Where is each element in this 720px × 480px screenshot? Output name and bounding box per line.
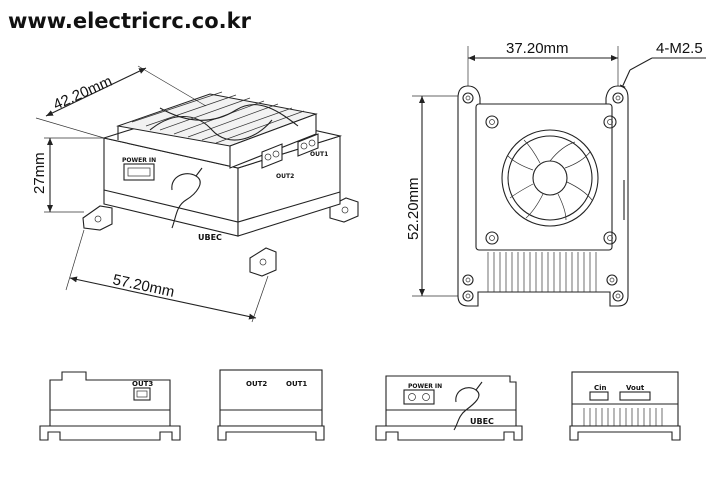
- dim-length-label: 57.20mm: [111, 271, 176, 301]
- vout-label: Vout: [626, 384, 645, 392]
- dim-hole-label: 4-M2.5: [656, 40, 703, 57]
- out1-connector: [297, 133, 319, 157]
- vout-connector: [619, 391, 651, 401]
- side-view-cin-vout: Cin Vout: [569, 371, 681, 441]
- side2-body: [219, 369, 323, 427]
- isometric-view: POWER IN OUT2 OUT1 UBEC 42.20mm 27mm 57.…: [31, 65, 359, 323]
- mount-tab-front-right: [249, 247, 277, 277]
- side2-base: [217, 425, 325, 441]
- brand-label: UBEC: [198, 233, 222, 242]
- side4-fins: [583, 408, 663, 426]
- side-view-out2-out1: OUT2 OUT1: [217, 369, 325, 441]
- top-view: 37.20mm 4-M2.5 52.20mm: [405, 40, 706, 307]
- top-plate: [475, 103, 613, 251]
- side-view-out3: OUT3: [39, 371, 181, 441]
- fan: [501, 129, 599, 227]
- out3-label: OUT3: [132, 380, 153, 388]
- power-in-connector: [123, 163, 155, 181]
- dim-height-label-top: 52.20mm: [405, 177, 422, 240]
- mount-tab-front-left: [82, 205, 113, 231]
- out1-side-label: OUT1: [286, 380, 307, 388]
- cooling-fins: [487, 252, 597, 292]
- side1-base: [39, 425, 181, 441]
- out3-connector: [133, 387, 151, 401]
- heatsink-side: [229, 113, 317, 169]
- side3-brand-label: UBEC: [470, 417, 494, 426]
- dim-width-label: 37.20mm: [506, 40, 569, 57]
- out2-connector: [261, 143, 283, 169]
- side3-base: [375, 425, 523, 441]
- out2-label: OUT2: [276, 173, 294, 180]
- side3-logo: [453, 381, 483, 431]
- side-view-power-in: POWER IN UBEC: [375, 375, 523, 441]
- cin-label: Cin: [594, 384, 607, 392]
- heatsink-x-pattern: [149, 116, 273, 141]
- dim-height-label: 27mm: [31, 152, 48, 194]
- power-in-side-label: POWER IN: [408, 383, 442, 390]
- dim-line-length: [69, 276, 257, 320]
- cin-connector: [589, 391, 609, 401]
- out1-label: OUT1: [310, 151, 328, 158]
- dim-depth-label: 42.20mm: [51, 73, 115, 114]
- power-in-label: POWER IN: [122, 157, 156, 164]
- mounting-holes: [462, 92, 624, 302]
- out2-side-label: OUT2: [246, 380, 267, 388]
- side4-base: [569, 425, 681, 441]
- dim-line-depth: [45, 67, 147, 117]
- watermark-text: www.electricrc.co.kr: [8, 9, 252, 33]
- logo-swoosh: [171, 167, 203, 229]
- module-outline: [457, 85, 629, 307]
